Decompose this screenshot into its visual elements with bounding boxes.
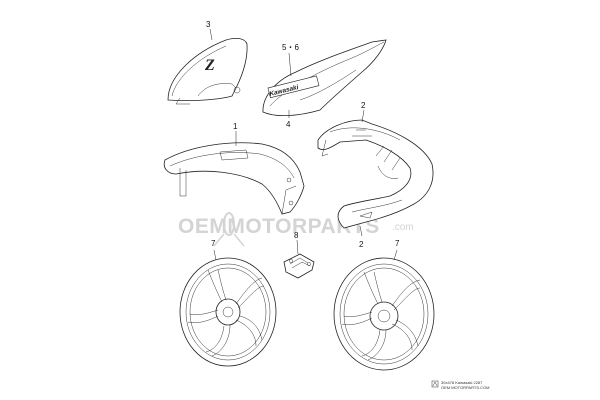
reference-stamp: 30x478 Kawasaki 2287 OEM MOTORPARTS.COM bbox=[431, 380, 489, 390]
stamp-icon bbox=[431, 380, 439, 388]
callout-8: 8 bbox=[294, 231, 299, 240]
leader-line bbox=[359, 225, 363, 237]
watermark-suffix: .com bbox=[392, 222, 414, 233]
side-cover-part: Kawasaki bbox=[262, 39, 387, 116]
callout-3: 3 bbox=[206, 20, 211, 29]
reference-code: 30x478 Kawasaki 2287 bbox=[441, 380, 483, 385]
callout-2-top: 2 bbox=[361, 101, 366, 110]
tank-cover-part: Z bbox=[167, 37, 248, 105]
tank-logo-icon: Z bbox=[204, 57, 215, 74]
reference-site: OEM MOTORPARTS.COM bbox=[441, 385, 489, 390]
leader-line bbox=[288, 52, 292, 77]
rear-cowl-part bbox=[317, 119, 434, 229]
watermark-logo-icon bbox=[213, 212, 245, 247]
watermark: OEMMOTORPARTS .com bbox=[178, 212, 414, 247]
callout-1: 1 bbox=[233, 122, 238, 131]
wheel-left-part bbox=[179, 257, 277, 367]
front-fender-part bbox=[163, 142, 305, 215]
callout-7-right: 7 bbox=[395, 239, 400, 248]
leader-line bbox=[213, 249, 217, 261]
callout-7-left: 7 bbox=[211, 239, 216, 248]
wheel-right-part bbox=[333, 257, 435, 371]
callout-5-6: 5・6 bbox=[282, 43, 299, 52]
callout-4: 4 bbox=[286, 120, 291, 129]
watermark-text: OEMMOTORPARTS bbox=[178, 215, 380, 238]
bracket-part bbox=[283, 253, 315, 279]
leader-line bbox=[209, 28, 213, 41]
callout-2-bottom: 2 bbox=[359, 240, 364, 249]
leader-line bbox=[393, 249, 398, 261]
leader-line bbox=[296, 239, 299, 255]
leader-line bbox=[361, 109, 365, 123]
